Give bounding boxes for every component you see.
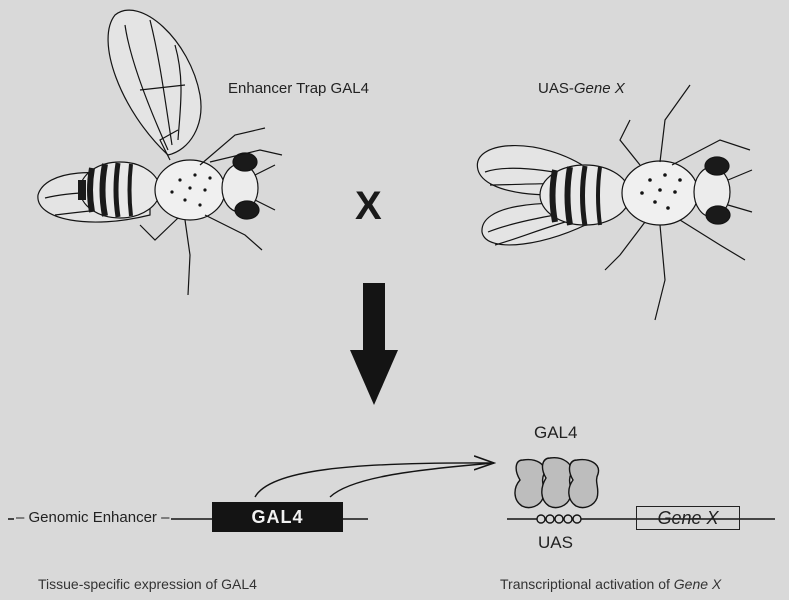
left-fly-upper-wing: [108, 10, 201, 155]
expression-arrow-upper: [255, 463, 494, 497]
left-fly-illustration: [38, 10, 282, 295]
right-caption: Transcriptional activation of Gene X: [500, 576, 721, 592]
right-fly-illustration: [477, 85, 752, 320]
down-arrow-icon: [350, 283, 398, 405]
genomic-enhancer-label: – Genomic Enhancer –: [14, 509, 171, 526]
gal4-protein-icon: [515, 458, 599, 508]
gal4-protein-label: GAL4: [534, 423, 577, 443]
expression-arrow-lower: [330, 463, 494, 497]
gal4-gene-box: GAL4: [212, 502, 343, 532]
uas-binding-sites: [537, 515, 581, 523]
cross-symbol: X: [355, 184, 382, 229]
left-fly-label: Enhancer Trap GAL4: [228, 80, 369, 97]
gene-x-box: Gene X: [636, 506, 740, 530]
left-fly-thorax: [155, 160, 225, 220]
uas-label: UAS: [538, 533, 573, 553]
left-caption: Tissue-specific expression of GAL4: [38, 576, 257, 592]
right-fly-thorax: [622, 161, 698, 225]
right-fly-label: UAS-Gene X: [538, 80, 625, 97]
